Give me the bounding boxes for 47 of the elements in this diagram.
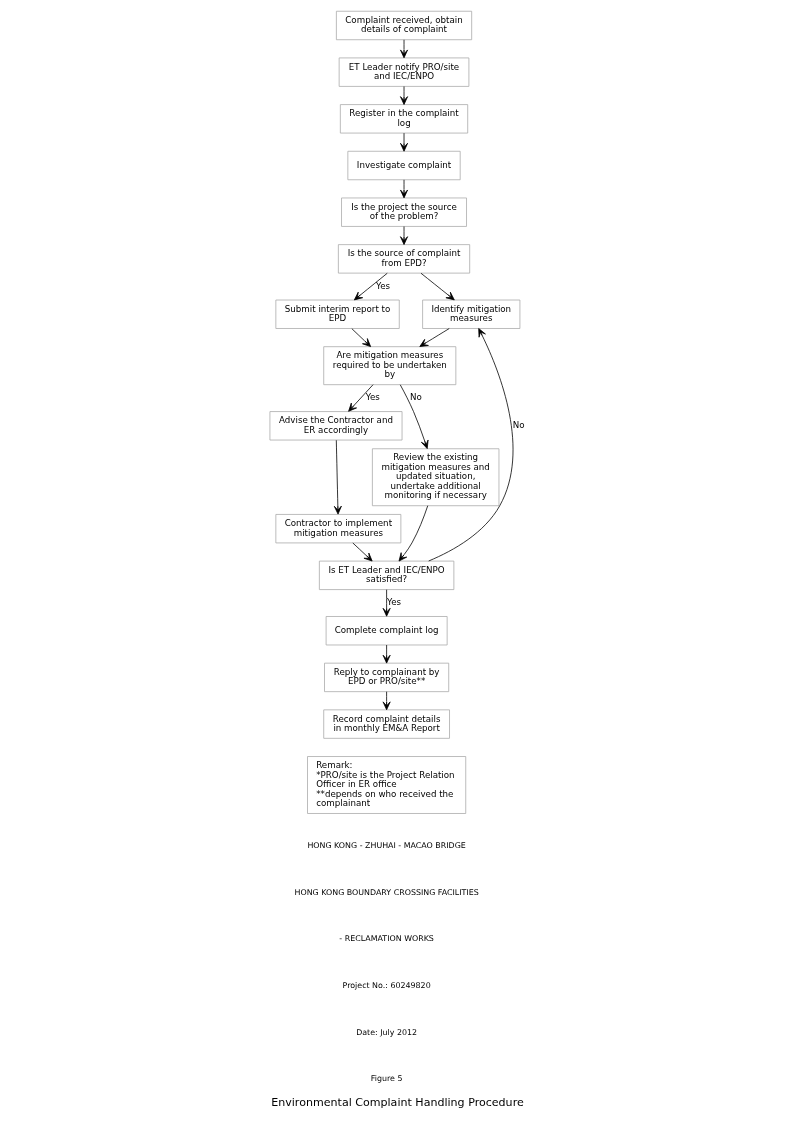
arrow — [399, 384, 428, 449]
node-box: Is ET Leader and IEC/ENPO satisfied? — [318, 560, 454, 590]
node-box: Is the project the source of the problem? — [340, 197, 467, 227]
node-box: Is the source of complaint from EPD? — [337, 244, 470, 274]
arrow — [382, 691, 391, 711]
label: - RECLAMATION WORKS — [338, 934, 434, 944]
edge-label: Yes — [375, 280, 390, 291]
label: HONG KONG BOUNDARY CROSSING FACILITIES — [294, 887, 479, 897]
arrow — [399, 226, 408, 245]
arrow — [333, 439, 342, 515]
arrow — [399, 86, 408, 105]
node-box: Are mitigation measures required to be undertaken by — [322, 346, 456, 386]
arrow — [399, 39, 408, 59]
arrow — [399, 132, 408, 152]
arrow — [420, 272, 455, 301]
arrow — [382, 644, 391, 664]
node-box: Register in the complaint log — [339, 104, 468, 134]
diagram-title: Environmental Complaint Handling Procedure — [270, 1095, 524, 1109]
arrow — [347, 384, 373, 412]
edge-label: Yes — [386, 597, 401, 608]
arrow — [418, 328, 450, 347]
edge-label: Yes — [365, 392, 380, 403]
node-box: Review the existing mitigation measures and updated situation, undertake additional monitoring if necessary — [371, 448, 499, 507]
arrow — [399, 179, 408, 199]
arrow — [350, 328, 371, 347]
node-box: Remark: *PRO/site is the Project Relation Officer in ER office **depends on who received the complainant — [306, 756, 466, 814]
node-box: Submit interim report to EPD — [274, 299, 400, 329]
node-box: Investigate complaint — [346, 150, 461, 181]
label: Project No.: 60249820 — [342, 980, 431, 990]
node-box: Record complaint details in monthly EM&A Report — [322, 709, 450, 739]
node-box: Contractor to implement mitigation measures — [274, 514, 401, 544]
arrow — [398, 505, 428, 562]
label: Date: July 2012 — [355, 1027, 417, 1037]
edge-label: No — [512, 420, 525, 431]
arrow — [353, 272, 388, 301]
node-box: Identify mitigation measures — [421, 299, 520, 329]
arrow — [351, 542, 373, 562]
node-box: Reply to complainant by EPD or PRO/site** — [323, 662, 449, 693]
label: Figure 5 — [370, 1074, 402, 1084]
node-box: Complaint received, obtain details of complaint — [335, 10, 472, 41]
node-box: Advise the Contractor and ER accordingly — [269, 411, 402, 441]
node-box: Complete complaint log — [325, 616, 448, 646]
arrow — [427, 328, 513, 562]
edge-label: No — [409, 392, 422, 403]
arrow — [382, 589, 391, 617]
label: HONG KONG - ZHUHAI - MACAO BRIDGE — [306, 840, 466, 850]
node-box: ET Leader notify PRO/site and IEC/ENPO — [338, 57, 469, 87]
